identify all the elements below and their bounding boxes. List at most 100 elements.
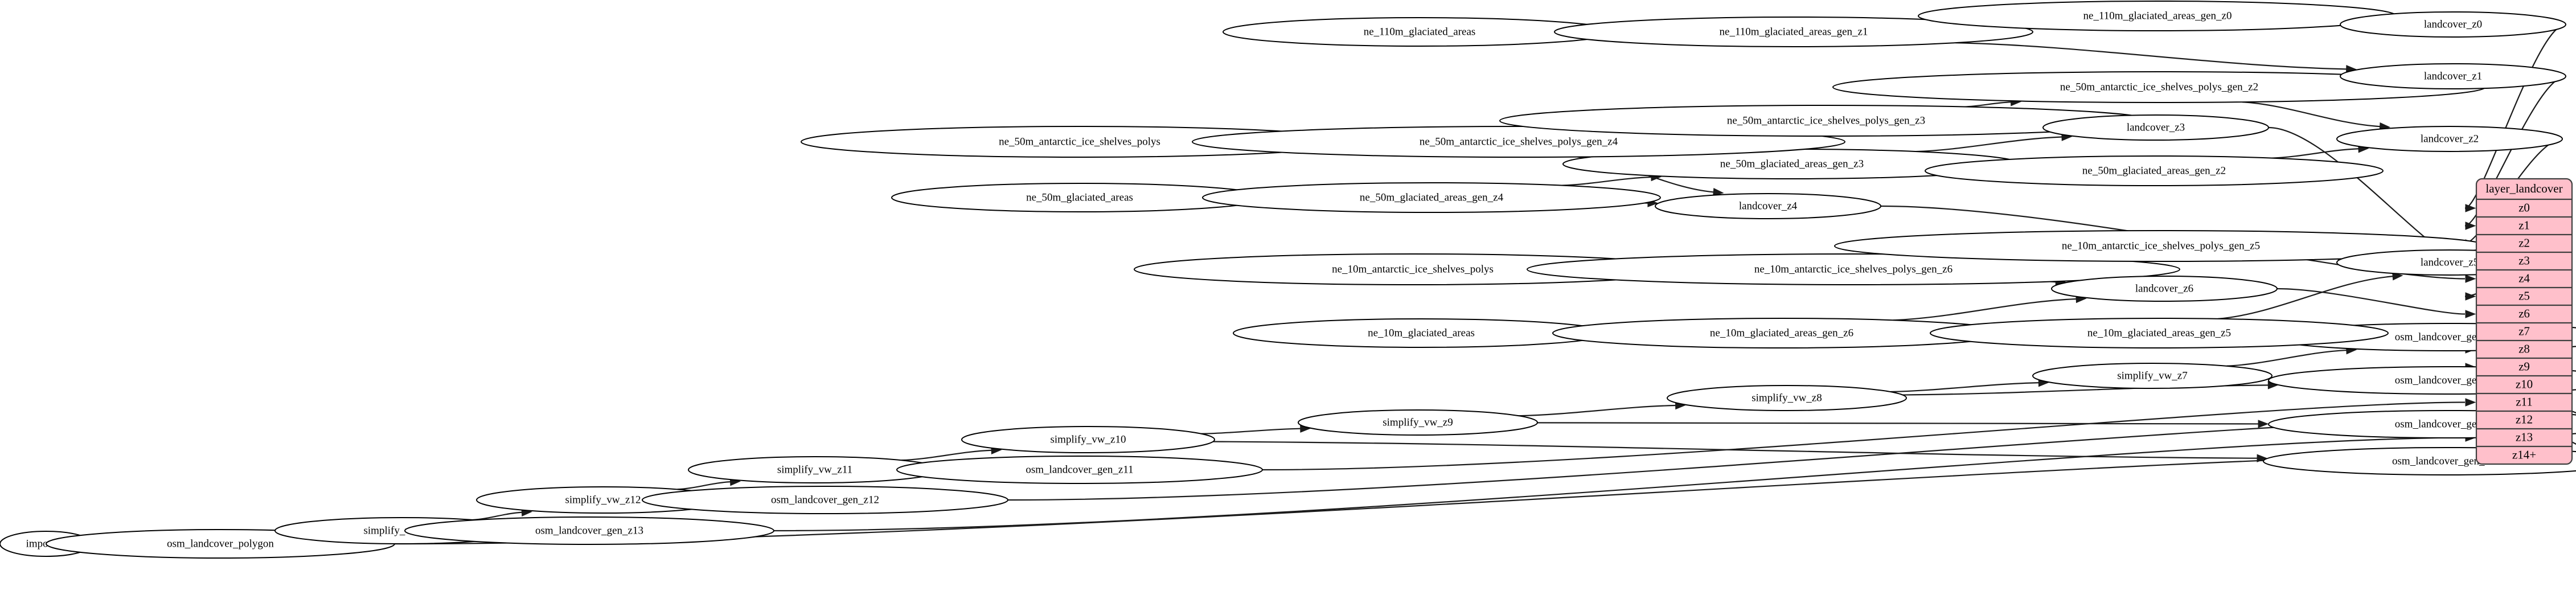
edge-simplify_vw_z10--to--osm_landcover_gen_z10 <box>1213 441 2268 462</box>
node-outline <box>2042 114 2269 141</box>
node-ne_110m_glaciated_areas[interactable]: ne_110m_glaciated_areas <box>1223 17 1617 47</box>
node-outline <box>2340 11 2566 38</box>
node-label: simplify_vw_z7 <box>2117 370 2188 382</box>
node-label: landcover_z0 <box>2424 18 2482 30</box>
node-simplify_vw_z10[interactable]: simplify_vw_z10 <box>961 426 1215 453</box>
edge-arrowhead <box>2465 292 2476 301</box>
node-outline <box>2336 126 2563 152</box>
node-label: ne_110m_glaciated_areas_gen_z1 <box>1720 26 1868 38</box>
node-label: landcover_z5 <box>2421 256 2479 268</box>
edge-line <box>1893 298 2077 321</box>
node-outline <box>404 516 774 545</box>
edge-line <box>1955 42 2347 70</box>
node-landcover_z3[interactable]: landcover_z3 <box>2042 114 2269 141</box>
edge-line <box>1519 404 1676 417</box>
node-label: osm_landcover_gen_z12 <box>771 494 879 506</box>
edge-ne_50m_glaciated_areas_gen_z3--to--landcover_z3 <box>1916 133 2073 153</box>
edge-line <box>1562 176 1651 186</box>
node-label: ne_10m_antarctic_ice_shelves_polys <box>1332 263 1494 275</box>
node-landcover_z2[interactable]: landcover_z2 <box>2336 126 2563 152</box>
edge-line <box>2276 288 2466 315</box>
node-ne_110m_glaciated_areas_gen_z0[interactable]: ne_110m_glaciated_areas_gen_z0 <box>1918 1 2397 31</box>
record-row-z11[interactable]: z11 <box>2516 395 2533 408</box>
node-landcover_z0[interactable]: landcover_z0 <box>2340 11 2566 38</box>
node-label: landcover_z4 <box>1739 200 1798 212</box>
node-osm_landcover_gen_z13[interactable]: osm_landcover_gen_z13 <box>404 516 774 545</box>
node-label: landcover_z2 <box>2421 133 2479 145</box>
edge-arrowhead <box>2465 222 2476 230</box>
edge-osm_landcover_gen_z11--to--layer_landcover-z11 <box>1262 398 2476 471</box>
node-landcover_z4[interactable]: landcover_z4 <box>1655 193 1881 219</box>
node-label: simplify_vw_z11 <box>777 464 852 475</box>
record-row-z9[interactable]: z9 <box>2518 359 2530 373</box>
node-outline <box>2340 63 2566 89</box>
node-label: ne_10m_antarctic_ice_shelves_polys_gen_z… <box>2062 240 2260 252</box>
node-label: ne_50m_antarctic_ice_shelves_polys_gen_z… <box>1420 136 1618 147</box>
node-label: simplify_vw_z12 <box>565 494 641 506</box>
node-landcover_z6[interactable]: landcover_z6 <box>2051 276 2278 302</box>
edge-simplify_vw_z7--to--osm_landcover_gen_z7 <box>2226 346 2357 367</box>
record-row-z8[interactable]: z8 <box>2518 342 2530 355</box>
edge-line <box>2464 75 2566 227</box>
node-ne_50m_glaciated_areas_gen_z3[interactable]: ne_50m_glaciated_areas_gen_z3 <box>1562 149 2021 179</box>
edge-line <box>1964 101 2011 108</box>
edge-arrowhead <box>2258 420 2269 428</box>
node-ne_50m_glaciated_areas[interactable]: ne_50m_glaciated_areas <box>891 183 1268 212</box>
edge-line <box>2218 276 2393 319</box>
node-outline <box>1925 155 2384 186</box>
node-simplify_vw_z9[interactable]: simplify_vw_z9 <box>1298 409 1538 436</box>
node-label: ne_50m_antarctic_ice_shelves_polys_gen_z… <box>1727 114 1925 126</box>
node-osm_landcover_gen_z12[interactable]: osm_landcover_gen_z12 <box>642 486 1008 514</box>
edge-landcover_z0--to--layer_landcover-z0 <box>2464 23 2566 212</box>
node-label: osm_landcover_gen_z10 <box>2392 455 2500 467</box>
node-ne_50m_glaciated_areas_gen_z2[interactable]: ne_50m_glaciated_areas_gen_z2 <box>1925 155 2384 186</box>
record-row-z12[interactable]: z12 <box>2516 412 2533 426</box>
record-title: layer_landcover <box>2485 182 2562 195</box>
record-row-z3[interactable]: z3 <box>2518 253 2530 267</box>
record-row-z14+[interactable]: z14+ <box>2512 448 2536 461</box>
edge-line <box>1213 441 2258 459</box>
node-simplify_vw_z8[interactable]: simplify_vw_z8 <box>1667 385 1907 411</box>
record-row-z0[interactable]: z0 <box>2518 200 2530 214</box>
record-row-z6[interactable]: z6 <box>2518 306 2530 320</box>
edge-ne_110m_glaciated_areas_gen_z1--to--landcover_z1 <box>1955 42 2357 73</box>
record-row-z7[interactable]: z7 <box>2518 324 2530 338</box>
record-row-z13[interactable]: z13 <box>2516 430 2533 444</box>
edge-landcover_z6--to--layer_landcover-z6 <box>2276 288 2476 318</box>
node-ne_10m_glaciated_areas_gen_z5[interactable]: ne_10m_glaciated_areas_gen_z5 <box>1930 318 2389 348</box>
node-label: ne_110m_glaciated_areas <box>1364 26 1476 38</box>
record-row-z10[interactable]: z10 <box>2516 377 2533 391</box>
edge-arrowhead <box>2465 310 2476 318</box>
edge-line <box>1201 428 1301 434</box>
node-osm_landcover_gen_z11[interactable]: osm_landcover_gen_z11 <box>896 456 1263 484</box>
edge-arrowhead <box>2257 454 2268 462</box>
node-ne_110m_glaciated_areas_gen_z1[interactable]: ne_110m_glaciated_areas_gen_z1 <box>1554 17 2033 47</box>
node-label: simplify_vw_z9 <box>1383 416 1453 428</box>
edge-line <box>2226 349 2347 367</box>
record-row-z4[interactable]: z4 <box>2518 271 2530 285</box>
record-row-z2[interactable]: z2 <box>2518 236 2530 249</box>
edge-arrowhead <box>2465 274 2476 283</box>
node-ne_50m_antarctic_ice_shelves_polys_gen_z3[interactable]: ne_50m_antarctic_ice_shelves_polys_gen_z… <box>1499 105 2153 137</box>
edge-simplify_vw_z10--to--simplify_vw_z9 <box>1201 424 1311 434</box>
record-row-z1[interactable]: z1 <box>2518 218 2530 232</box>
record-node-layer: layer_landcover z0 z1 z2 z3 z4 z5 z6 z7 z8 z9 z10 z1… <box>2475 178 2573 465</box>
node-ne_10m_glaciated_areas[interactable]: ne_10m_glaciated_areas <box>1233 318 1610 348</box>
node-label: osm_landcover_gen_z7 <box>2395 331 2497 343</box>
node-simplify_vw_z7[interactable]: simplify_vw_z7 <box>2032 363 2273 389</box>
node-outline <box>1202 182 1661 213</box>
edge-line <box>2464 23 2566 209</box>
record-row-z5[interactable]: z5 <box>2518 289 2530 302</box>
edge-simplify_vw_z9--to--simplify_vw_z8 <box>1519 401 1687 417</box>
node-outline <box>1554 17 2033 47</box>
node-ne_10m_antarctic_ice_shelves_polys[interactable]: ne_10m_antarctic_ice_shelves_polys <box>1134 253 1692 285</box>
node-label: ne_50m_glaciated_areas_gen_z3 <box>1720 158 1864 170</box>
node-landcover_z1[interactable]: landcover_z1 <box>2340 63 2566 89</box>
node-label: ne_50m_glaciated_areas <box>1026 191 1133 203</box>
node-ne_10m_antarctic_ice_shelves_polys_gen_z6[interactable]: ne_10m_antarctic_ice_shelves_polys_gen_z… <box>1527 253 2180 285</box>
node-label: ne_10m_glaciated_areas_gen_z5 <box>2087 327 2231 339</box>
edge-line <box>1916 136 2062 153</box>
node-simplify_vw_z11[interactable]: simplify_vw_z11 <box>688 456 942 483</box>
node-ne_50m_glaciated_areas_gen_z4[interactable]: ne_50m_glaciated_areas_gen_z4 <box>1202 182 1661 213</box>
